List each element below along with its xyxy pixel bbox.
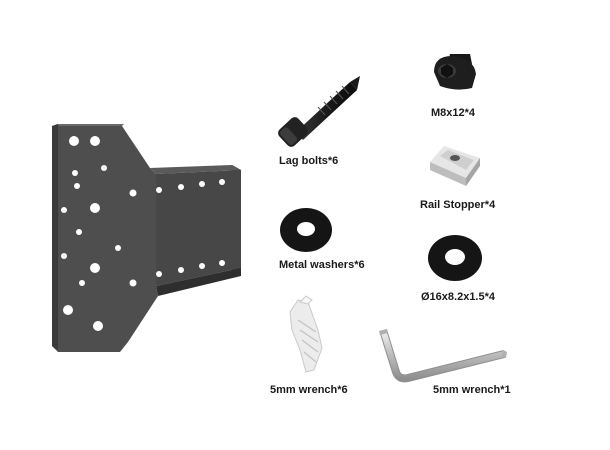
lag-bolt [278, 76, 360, 147]
lag-bolts-label: Lag bolts*6 [279, 155, 339, 167]
wall-anchor [289, 295, 323, 373]
mounting-bracket [52, 124, 241, 352]
m8-bolts-label: M8x12*4 [431, 107, 476, 119]
small-washer [428, 235, 482, 281]
metal-washer [280, 208, 332, 252]
small-washers-label: Ø16x8.2x1.5*4 [421, 291, 496, 303]
rail-stopper [430, 146, 480, 186]
hex-wrench-label: 5mm wrench*1 [433, 384, 511, 396]
rail-stopper-label: Rail Stopper*4 [420, 199, 496, 211]
m8-bolt [434, 54, 476, 90]
hex-wrench [379, 328, 507, 383]
anchors-label: 5mm wrench*6 [270, 384, 348, 396]
metal-washers-label: Metal washers*6 [279, 259, 365, 271]
